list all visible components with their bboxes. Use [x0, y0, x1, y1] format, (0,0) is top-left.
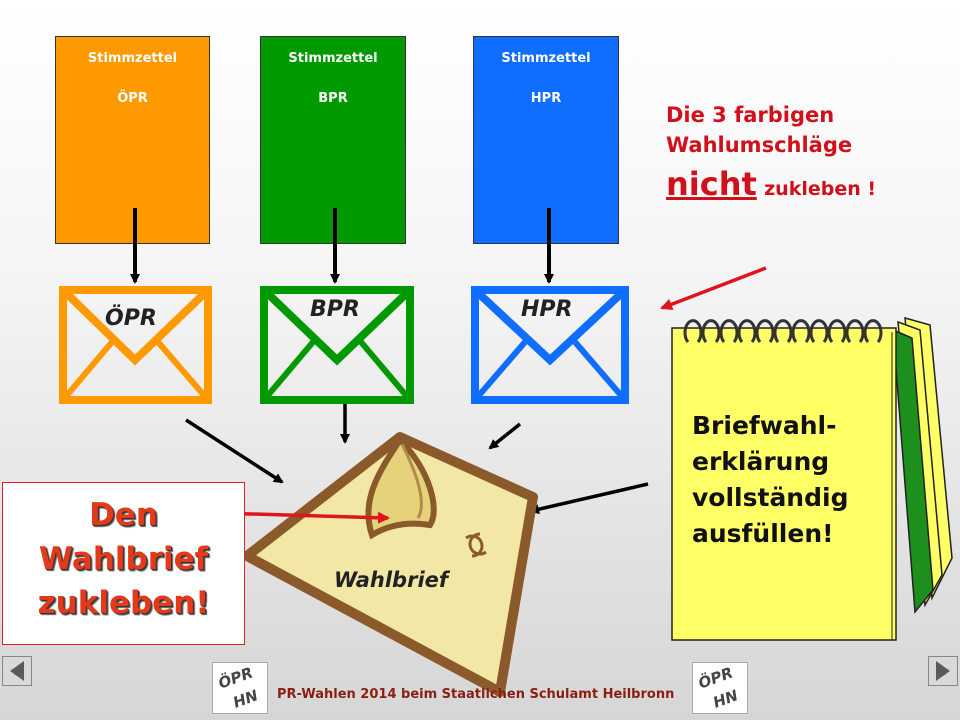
- letter-label: Wahlbrief: [334, 568, 449, 592]
- note-line2: Wahlumschläge: [666, 133, 853, 157]
- ballot-hpr: Stimmzettel HPR: [473, 36, 619, 244]
- note-rest: zukleben !: [764, 178, 877, 200]
- arrow-hpr-to-letter: [488, 422, 522, 450]
- note-line3: nicht zukleben !: [666, 164, 876, 209]
- ballot-bpr-title: Stimmzettel: [288, 51, 378, 66]
- arrow-oepr-to-letter: [185, 418, 284, 484]
- footer-text: PR-Wahlen 2014 beim Staatlichen Schulamt…: [277, 687, 675, 702]
- logo-left-line2: HN: [230, 686, 261, 712]
- triangle-left-icon: [2, 656, 32, 686]
- nav-next-button[interactable]: [928, 656, 958, 686]
- envelope-bpr: [260, 286, 414, 404]
- note-emphasis: nicht: [666, 165, 757, 203]
- notepad: [671, 316, 953, 641]
- envelope-oepr: [59, 286, 212, 404]
- envelope-hpr: [471, 286, 629, 404]
- arrow-notepad-to-letter: [529, 482, 649, 515]
- seal-instruction-box: Den Wahlbrief zukleben!: [2, 482, 245, 645]
- seal-line1: Den: [89, 497, 158, 533]
- triangle-right-icon: [928, 656, 958, 686]
- notepad-line4: ausfüllen!: [692, 519, 834, 548]
- ballot-bpr: Stimmzettel BPR: [260, 36, 406, 244]
- ballot-hpr-label: HPR: [530, 91, 562, 106]
- ballot-oepr: Stimmzettel ÖPR: [55, 36, 210, 244]
- instruction-note: Die 3 farbigen Wahlumschläge nicht zukle…: [666, 100, 876, 209]
- logo-left: ÖPR HN: [212, 662, 268, 714]
- ballot-oepr-title: Stimmzettel: [87, 51, 178, 66]
- envelope-bpr-label: BPR: [310, 297, 360, 322]
- ballot-hpr-title: Stimmzettel: [501, 51, 591, 66]
- nav-previous-button[interactable]: [2, 656, 32, 686]
- envelope-oepr-label: ÖPR: [105, 306, 157, 331]
- notepad-line3: vollständig: [692, 483, 849, 512]
- letter-wahlbrief: [242, 432, 538, 697]
- seal-line2: Wahlbrief: [38, 541, 209, 577]
- note-line1: Die 3 farbigen: [666, 103, 835, 127]
- notepad-line1: Briefwahl-: [692, 411, 837, 440]
- notepad-line2: erklärung: [692, 447, 830, 476]
- logo-right-line2: HN: [710, 686, 741, 712]
- arrow-note-to-envelopes: [660, 266, 767, 311]
- ballot-oepr-label: ÖPR: [117, 91, 148, 106]
- envelope-hpr-label: HPR: [521, 297, 573, 322]
- logo-right: ÖPR HN: [692, 662, 748, 714]
- ballot-bpr-label: BPR: [318, 91, 348, 106]
- seal-line3: zukleben!: [37, 585, 210, 621]
- notepad-text: Briefwahl- erklärung vollständig ausfüll…: [692, 408, 892, 552]
- notepad-spiral-icon: [683, 319, 883, 343]
